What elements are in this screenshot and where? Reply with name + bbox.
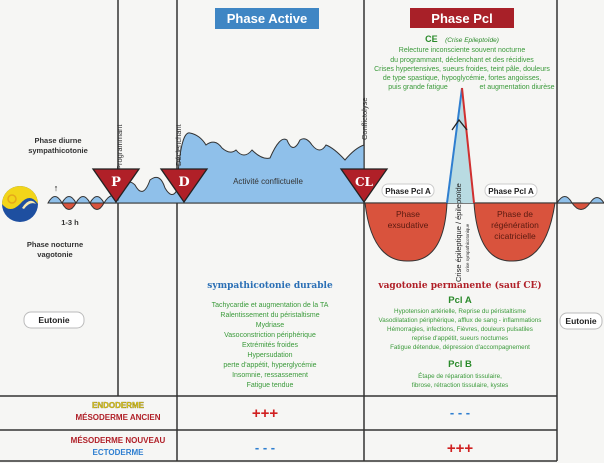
ce-line: de type spastique, hypoglycémie, fortes … (383, 75, 541, 82)
sympathicotonie-symptoms: Tachycardie et augmentation de la TA Ral… (212, 302, 329, 389)
right-night-wave (571, 202, 591, 210)
marker-p: P (91, 168, 141, 204)
symptom: fibrose, rétraction tissulaire, kystes (412, 382, 509, 389)
regeneration-phase-area (473, 202, 556, 262)
phase-pcl-box (410, 8, 514, 28)
eutonie-left-badge: Eutonie (23, 311, 85, 329)
symptom: Hémorragies, infections, Fièvres, douleu… (387, 326, 533, 333)
eutonie-left-label: Eutonie (38, 315, 69, 325)
symptom: Tachycardie et augmentation de la TA (212, 302, 329, 309)
ce-line: Relecture inconsciente souvent nocturne (399, 47, 526, 54)
day-waves (47, 196, 105, 205)
pcl-a-title: Pcl A (448, 295, 472, 306)
symptom: Hypersudation (247, 352, 292, 359)
yin-yang-icon (2, 186, 38, 222)
exsudative-label: Phase (396, 209, 420, 219)
ce-heading: CE (Crise Epileptoïde) (425, 29, 499, 46)
row2-pcl-value: +++ (447, 440, 474, 457)
symptom: Étape de réparation tissulaire, (418, 371, 502, 380)
table-lines (0, 395, 557, 462)
regeneration-label: Phase de (497, 209, 533, 219)
marker-cl: CL (339, 168, 389, 204)
activity-label: Activité conflictuelle (233, 177, 303, 186)
left-labels: Phase diurne sympathicotonie 1-3 h Phase… (27, 136, 88, 259)
phase-diurne-label: Phase diurne (34, 136, 81, 145)
symptom: Extrémités froides (242, 342, 299, 349)
symptom: perte d'appétit, hyperglycémie (223, 362, 316, 369)
ce-line: du programmant, déclenchant et des récid… (390, 57, 534, 64)
table-row: MÉSODERME NOUVEAU ECTODERME - - - +++ (71, 436, 474, 457)
right-day-waves (556, 196, 604, 204)
cycle-duration: 1-3 h (61, 218, 79, 227)
phase-nocturne-label: vagotonie (37, 250, 72, 259)
eutonie-right-label: Eutonie (565, 316, 596, 326)
vagotonie-title: vagotonie permanente (sauf CE) (377, 280, 541, 291)
ectoderme-label: ECTODERME (93, 448, 145, 457)
regeneration-label: régénération (491, 220, 539, 230)
pcl-b-title: Pcl B (448, 359, 472, 370)
sympathicotonie-title: sympathicotonie durable (207, 281, 333, 291)
symptom: Ralentissement du péristaltisme (220, 312, 319, 319)
row2-active-value: - - - (255, 440, 275, 455)
exsudative-phase-area (364, 202, 448, 262)
programmant-label: Programmant (115, 124, 124, 170)
epileptic-crisis-spike (447, 88, 474, 203)
crise-sub-label: crise sympathicotonique (465, 223, 470, 272)
conflict-activity-area (103, 132, 365, 204)
cl-label: CL (355, 175, 374, 189)
symptom: Fatigue tendue (247, 382, 294, 389)
crise-label: Crise épileptique / épileptoïde (454, 183, 463, 282)
ce-line: Crises hypertensives, sueurs froides, te… (374, 66, 550, 73)
pcl-a-right-label: Phase Pcl A (488, 187, 534, 196)
endoderme-label: ENDODERME (92, 401, 145, 410)
row1-pcl-value: - - - (450, 405, 470, 420)
exsudative-label: exsudative (388, 220, 429, 230)
night-waves (61, 202, 105, 210)
pcl-phase-labels: Phase exsudative Phase de régénération c… (388, 209, 539, 241)
symptom: Fatigue détendue, dépression d'accompagn… (390, 344, 530, 351)
ce-line: puis grande fatigue (388, 84, 448, 91)
arrow-up-icon: ↑ (54, 183, 59, 193)
pcl-a-left-badge: Phase Pcl A (381, 183, 435, 198)
pcl-a-symptoms: Hypotension artérielle, Reprise du péris… (379, 308, 542, 351)
regeneration-label: cicatricielle (494, 231, 536, 241)
symptom: Hypotension artérielle, Reprise du péris… (394, 308, 526, 315)
symptom: Vasodilatation périphérique, afflux de s… (379, 317, 542, 324)
ce-line: et augmentation diurèse (479, 84, 554, 91)
eutonie-right-badge: Eutonie (559, 312, 603, 330)
symptom: Mydriase (256, 322, 285, 329)
phase-active-title: Phase Active (227, 11, 307, 26)
mesoderme-nouveau-label: MÉSODERME NOUVEAU (71, 436, 166, 445)
phase-active-box (215, 8, 319, 29)
pcl-a-left-label: Phase Pcl A (385, 187, 431, 196)
table-row: ENDODERME MÉSODERME ANCIEN +++ - - - (75, 401, 470, 422)
row1-active-value: +++ (252, 405, 279, 422)
arrow-up-icon (451, 118, 468, 131)
symptom: reprise d'appétit, sueurs nocturnes (412, 335, 508, 342)
spike-red-edge (461, 87, 475, 204)
phase-nocturne-label: Phase nocturne (27, 240, 83, 249)
conflictolyse-label: Conflictolyse (360, 97, 369, 140)
pcl-b-symptoms: Étape de réparation tissulaire, fibrose,… (412, 371, 509, 389)
d-label: D (178, 175, 189, 190)
mesoderme-ancien-label: MÉSODERME ANCIEN (75, 413, 160, 422)
marker-d: D (159, 168, 209, 204)
phase-diurne-label: sympathicotonie (28, 146, 88, 155)
declenchant-label: Déclenchant (174, 123, 183, 166)
symptom: Insomnie, ressassement (232, 372, 308, 379)
spike-blue-edge (446, 87, 463, 204)
phase-pcl-title: Phase Pcl (431, 11, 492, 26)
pcl-a-right-badge: Phase Pcl A (484, 183, 538, 198)
symptom: Vasoconstriction périphérique (224, 332, 316, 339)
p-label: P (111, 175, 121, 190)
ce-description: Relecture inconsciente souvent nocturne … (374, 47, 555, 91)
